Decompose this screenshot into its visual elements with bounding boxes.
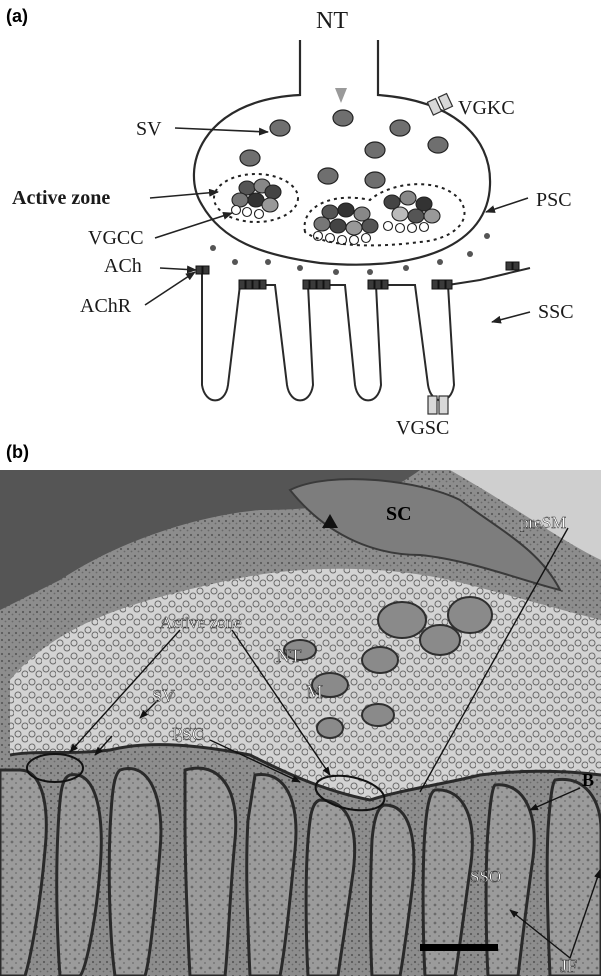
active-zone-vesicles-left: [232, 179, 282, 219]
label-achr: AChR: [80, 295, 132, 317]
label-sv: SV: [152, 686, 175, 706]
label-presm: preSM: [520, 513, 566, 532]
label-ach: ACh: [104, 255, 142, 277]
label-vgsc: VGSC: [396, 417, 449, 439]
label-active-zone: Active zone: [12, 187, 110, 209]
label-sso: SSO: [470, 867, 501, 886]
panel-b-micrograph: SC preSM Active zone NT M SV PSC B SSO J…: [0, 470, 601, 976]
label-sv: SV: [136, 118, 162, 140]
vgkc-channel: [427, 94, 452, 115]
synaptic-vesicles: [240, 110, 448, 188]
label-vgkc: VGKC: [458, 97, 515, 119]
scale-bar: [420, 944, 498, 951]
label-nt: NT: [316, 8, 348, 34]
label-active-zone: Active zone: [160, 613, 242, 632]
active-zone-vesicles-right: [384, 191, 441, 233]
label-sc: SC: [386, 503, 412, 525]
label-m: M: [306, 682, 323, 703]
vgsc-channel: [428, 396, 448, 414]
nt-arrow-head: [335, 88, 347, 103]
label-jf: JF: [560, 956, 577, 976]
label-b: B: [582, 770, 594, 790]
panel-a-diagram: NT VGKC SV Active zone PSC VGCC ACh AChR…: [0, 0, 601, 440]
label-psc: PSC: [172, 724, 204, 744]
achr-receptors: [196, 262, 519, 289]
label-nt: NT: [276, 646, 302, 667]
active-zone-vesicles-center: [314, 203, 379, 245]
label-ssc: SSC: [538, 301, 574, 323]
panel-b-label: (b): [6, 442, 29, 463]
label-psc: PSC: [536, 189, 572, 211]
label-vgcc: VGCC: [88, 227, 144, 249]
